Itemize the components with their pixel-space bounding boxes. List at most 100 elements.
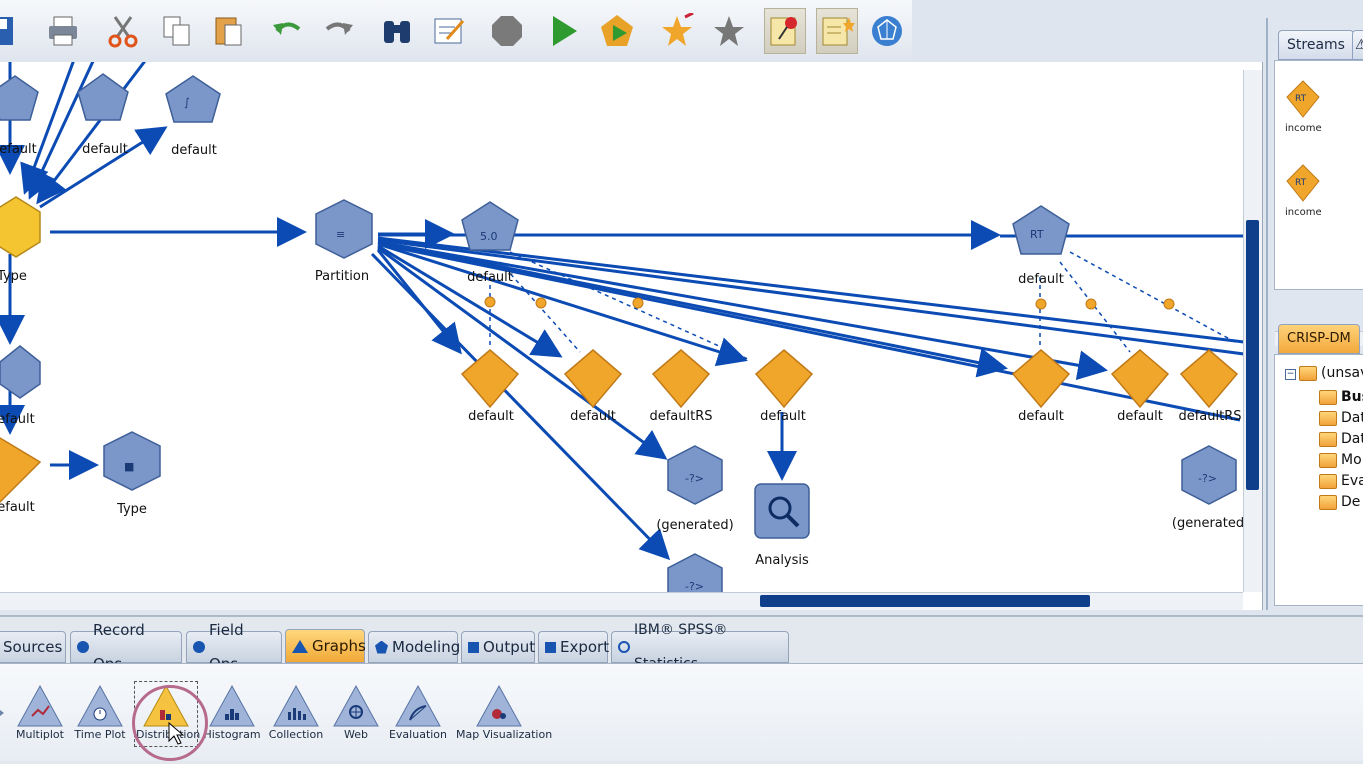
tree-item-modeling[interactable]: Mo bbox=[1319, 452, 1362, 468]
edit-icon[interactable] bbox=[428, 8, 470, 54]
vertical-scroll-thumb[interactable] bbox=[1246, 220, 1259, 490]
tab-label: Graphs bbox=[312, 637, 366, 655]
palette-node-web[interactable]: Web bbox=[326, 684, 386, 741]
type-node-2 bbox=[103, 431, 161, 491]
model-label-2[interactable]: income bbox=[1285, 207, 1322, 218]
collection-icon bbox=[273, 684, 319, 727]
favorite-add-icon[interactable] bbox=[656, 8, 698, 54]
nugget-left bbox=[0, 437, 42, 504]
redo-icon[interactable] bbox=[318, 8, 360, 54]
evaluation-icon bbox=[395, 684, 441, 727]
label-analysis: Analysis bbox=[755, 553, 809, 568]
canvas-horizontal-scrollbar[interactable] bbox=[0, 592, 1243, 610]
tree-label: Dat bbox=[1341, 431, 1363, 447]
field-ops-icon bbox=[193, 641, 205, 653]
horizontal-scroll-thumb[interactable] bbox=[760, 595, 1090, 607]
nugget-cart1 bbox=[1011, 349, 1071, 409]
canvas-vertical-scrollbar[interactable] bbox=[1243, 70, 1262, 592]
tab-streams[interactable]: Streams bbox=[1278, 30, 1354, 60]
palette-node-label: Evaluation bbox=[388, 728, 448, 741]
tab-graphs[interactable]: Graphs bbox=[285, 629, 366, 663]
partition-node bbox=[315, 199, 373, 259]
tab-crisp-dm[interactable]: CRISP-DM bbox=[1278, 324, 1360, 354]
folder-icon bbox=[1319, 494, 1337, 510]
tree-item-evaluation[interactable]: Eva bbox=[1319, 473, 1363, 489]
palette-node-label: Collection bbox=[268, 728, 324, 741]
svg-text:≡: ≡ bbox=[336, 228, 345, 241]
right-panel: Streams ⚠ RT income RT income CRISP-DM −… bbox=[1266, 18, 1363, 610]
model-nugget-icon[interactable]: RT bbox=[1285, 79, 1321, 119]
label-default-top2: default bbox=[82, 142, 128, 157]
paste-icon[interactable] bbox=[208, 8, 250, 54]
run-icon[interactable] bbox=[542, 8, 584, 54]
label-generated-2: (generated bbox=[1171, 516, 1245, 531]
models-box: RT income RT income bbox=[1274, 60, 1363, 346]
palette-node-time-plot[interactable]: Time Plot bbox=[70, 684, 130, 741]
folder-icon bbox=[1319, 473, 1337, 489]
folder-icon bbox=[1319, 431, 1337, 447]
palette-node-histogram[interactable]: Histogram bbox=[202, 684, 262, 741]
nugget-rs bbox=[651, 349, 711, 409]
label-type-2: Type bbox=[117, 502, 147, 517]
palette-node-map-visualization[interactable]: Map Visualization bbox=[456, 684, 552, 741]
palette-node-evaluation[interactable]: Evaluation bbox=[388, 684, 448, 741]
type-node bbox=[0, 196, 41, 258]
collapse-icon[interactable]: − bbox=[1285, 369, 1296, 380]
nodes-palette: Sources Record Ops Field Ops Graphs Mode… bbox=[0, 615, 1363, 764]
save-icon[interactable] bbox=[0, 8, 20, 54]
label-nugget-cart1: default bbox=[1018, 409, 1064, 424]
tree-item-business[interactable]: Bus bbox=[1319, 389, 1363, 405]
tab-sources[interactable]: Sources bbox=[0, 631, 66, 663]
cart-model-node bbox=[1012, 205, 1070, 255]
label-nugget-d: default bbox=[760, 409, 806, 424]
web-icon bbox=[333, 684, 379, 727]
svg-text:∫: ∫ bbox=[184, 96, 190, 109]
annotation-icon[interactable] bbox=[816, 8, 858, 54]
label-c50-model: default bbox=[467, 270, 513, 285]
stream-wires: ∫ ≡ 5.0 RT -?> -?> -?> ■ bbox=[0, 62, 1245, 610]
stream-canvas[interactable]: ∫ ≡ 5.0 RT -?> -?> -?> ■ efault default … bbox=[0, 62, 1263, 610]
folder-icon bbox=[1299, 365, 1317, 381]
label-table: efault bbox=[0, 412, 35, 427]
copy-icon[interactable] bbox=[156, 8, 198, 54]
tab-output[interactable]: Output bbox=[461, 631, 535, 663]
scroll-left-icon[interactable] bbox=[0, 702, 6, 724]
palette-node-collection[interactable]: Collection bbox=[266, 684, 326, 741]
nugget-b bbox=[563, 349, 623, 409]
generated-node-1 bbox=[667, 445, 723, 505]
label-nugget-rs: defaultRS bbox=[649, 409, 713, 424]
stop-icon[interactable] bbox=[486, 8, 528, 54]
tree-label: Bus bbox=[1341, 389, 1363, 405]
print-icon[interactable] bbox=[42, 8, 84, 54]
svg-text:■: ■ bbox=[124, 460, 134, 473]
tab-label: Output bbox=[483, 638, 536, 656]
tab-ibm-spss-statistics[interactable]: IBM® SPSS® Statistics bbox=[611, 622, 789, 672]
tree-item-data1[interactable]: Dat bbox=[1319, 410, 1363, 426]
run-selection-icon[interactable] bbox=[596, 8, 638, 54]
tree-item-data2[interactable]: Dat bbox=[1319, 431, 1363, 447]
pin-icon[interactable] bbox=[764, 8, 806, 54]
palette-node-multiplot[interactable]: Multiplot bbox=[10, 684, 70, 741]
nugget-cart2 bbox=[1110, 349, 1170, 409]
node-top-default2 bbox=[77, 73, 129, 121]
tab-record-ops[interactable]: Record Ops bbox=[70, 621, 182, 673]
undo-icon[interactable] bbox=[266, 8, 308, 54]
tree-label: Dat bbox=[1341, 410, 1363, 426]
tab-export[interactable]: Export bbox=[538, 631, 609, 663]
tree-root[interactable]: (unsav bbox=[1299, 365, 1363, 381]
cut-icon[interactable] bbox=[102, 8, 144, 54]
svg-text:RT: RT bbox=[1030, 228, 1044, 241]
label-generated-1: (generated) bbox=[656, 518, 734, 533]
warning-tab-icon[interactable]: ⚠ bbox=[1352, 30, 1363, 60]
tree-item-deployment[interactable]: De bbox=[1319, 494, 1360, 510]
find-icon[interactable] bbox=[376, 8, 418, 54]
label-nugget-rs2: defaultRS bbox=[1178, 409, 1242, 424]
tab-field-ops[interactable]: Field Ops bbox=[186, 621, 282, 673]
model-nugget-icon[interactable]: RT bbox=[1285, 163, 1321, 203]
globe-icon[interactable] bbox=[866, 8, 908, 54]
tab-modeling[interactable]: Modeling bbox=[368, 631, 460, 663]
label-partition: Partition bbox=[314, 269, 370, 284]
favorite-icon[interactable] bbox=[708, 8, 750, 54]
model-label-1[interactable]: income bbox=[1285, 123, 1322, 134]
highlight-circle bbox=[132, 685, 208, 761]
